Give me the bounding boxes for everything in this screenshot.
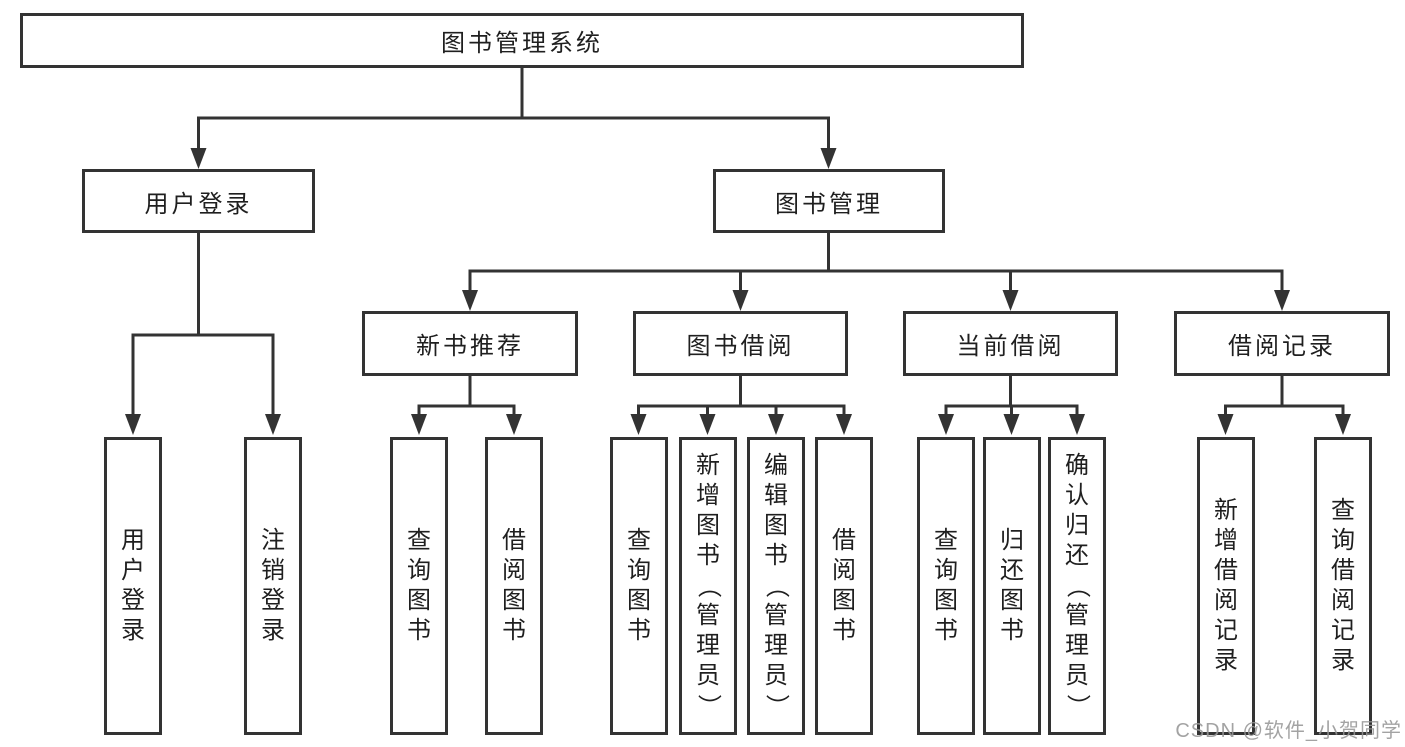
arrowhead <box>1003 414 1020 435</box>
arrowhead <box>768 414 784 435</box>
leaf-borrow-book-recommend: 借阅图书 <box>485 437 543 735</box>
arrowhead <box>125 414 141 435</box>
arrowhead <box>411 414 427 435</box>
node-borrow-records: 借阅记录 <box>1174 311 1390 376</box>
leaf-logout: 注销登录 <box>244 437 302 735</box>
leaf-confirm-return-admin: 确认归还（管理员） <box>1048 437 1106 735</box>
arrowhead <box>630 414 647 435</box>
leaf-borrow-book: 借阅图书 <box>815 437 873 735</box>
leaf-user-login: 用户登录 <box>104 437 162 735</box>
arrowhead <box>820 148 837 169</box>
arrowhead <box>836 414 852 435</box>
leaf-label: 查询图书 <box>934 527 958 644</box>
node-library-management-system: 图书管理系统 <box>20 13 1024 68</box>
leaf-label: 查询图书 <box>407 527 431 644</box>
node-book-management: 图书管理 <box>713 169 945 233</box>
leaf-label: 编辑图书（管理员） <box>763 452 790 718</box>
csdn-watermark: CSDN @软件_小贺同学 <box>1175 720 1402 742</box>
leaf-return-book: 归还图书 <box>983 437 1041 735</box>
edge-book-borrow-children <box>637 404 846 420</box>
arrowhead <box>732 290 749 311</box>
leaf-label: 注销登录 <box>261 527 285 644</box>
leaf-label: 用户登录 <box>121 527 145 644</box>
leaf-label: 归还图书 <box>1000 527 1024 644</box>
leaf-query-book-current: 查询图书 <box>917 437 975 735</box>
leaf-query-book-recommend: 查询图书 <box>390 437 448 735</box>
edge-book-mgmt-children <box>468 269 1284 296</box>
node-book-borrow: 图书借阅 <box>633 311 848 376</box>
node-new-book-recommend: 新书推荐 <box>362 311 578 376</box>
arrowhead <box>1002 290 1019 311</box>
arrowhead <box>699 414 716 435</box>
leaf-edit-book-admin: 编辑图书（管理员） <box>747 437 805 735</box>
leaf-add-book-admin: 新增图书（管理员） <box>679 437 737 735</box>
arrowhead <box>1274 290 1290 311</box>
edge-user-login-children <box>131 333 275 421</box>
leaf-label: 查询图书 <box>627 527 651 644</box>
leaf-label: 借阅图书 <box>502 527 526 644</box>
leaf-label: 新增图书（管理员） <box>695 452 722 718</box>
arrowhead <box>1217 414 1234 435</box>
leaf-label: 确认归还（管理员） <box>1064 452 1091 718</box>
edge-new-book-children <box>417 404 516 420</box>
arrowhead <box>938 414 954 435</box>
arrowhead <box>265 414 281 435</box>
leaf-query-borrow-record: 查询借阅记录 <box>1314 437 1372 735</box>
arrowhead <box>1069 414 1085 435</box>
edge-borrow-records-children <box>1224 404 1345 420</box>
arrowhead <box>1335 414 1351 435</box>
leaf-label: 新增借阅记录 <box>1214 497 1238 674</box>
arrowhead <box>190 148 207 169</box>
edge-root-to-level2 <box>197 116 830 152</box>
leaf-label: 查询借阅记录 <box>1331 497 1355 674</box>
leaf-add-borrow-record: 新增借阅记录 <box>1197 437 1255 735</box>
node-current-borrow: 当前借阅 <box>903 311 1118 376</box>
leaf-query-book-borrow: 查询图书 <box>610 437 668 735</box>
node-user-login: 用户登录 <box>82 169 315 233</box>
arrowhead <box>506 414 522 435</box>
leaf-label: 借阅图书 <box>832 527 856 644</box>
arrowhead <box>462 290 478 311</box>
